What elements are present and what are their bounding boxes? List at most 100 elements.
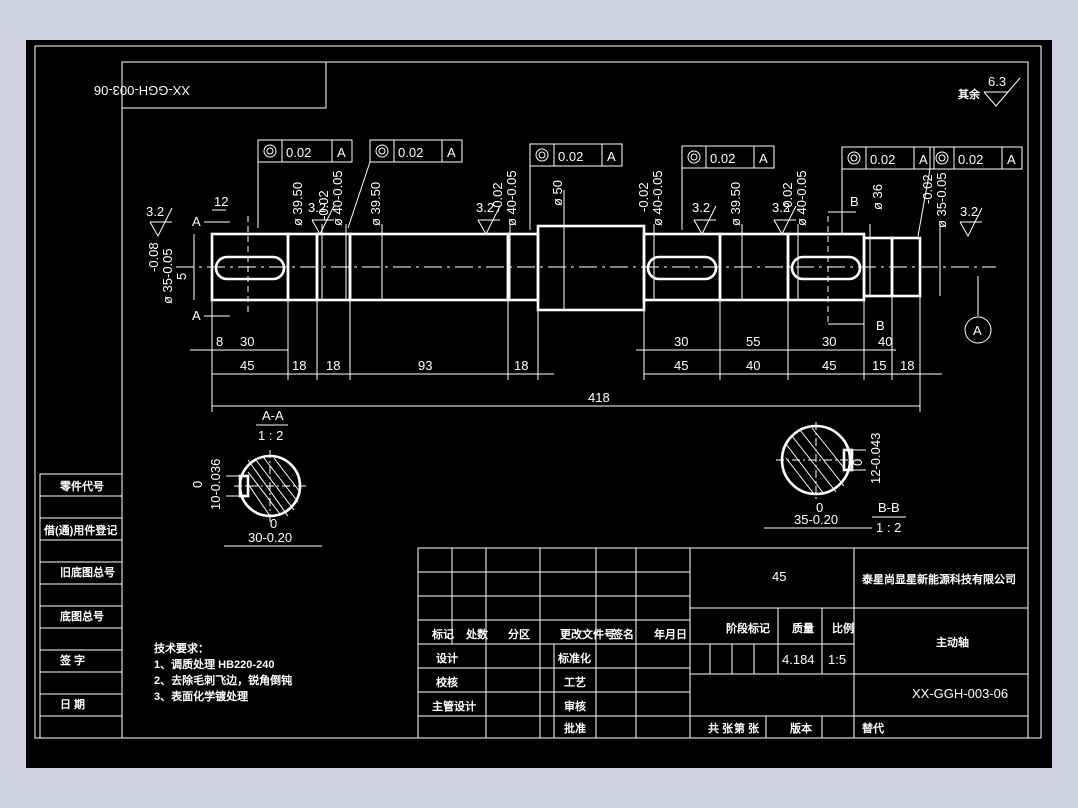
- tol-5-datum: A: [919, 152, 928, 167]
- tech-item-2: 3、表面化学镀处理: [154, 689, 248, 703]
- dia-label-5-upper: -0.02: [490, 182, 505, 212]
- cad-drawing: XX-GGH-003-06 其余 6.3 -0: [34, 45, 1042, 739]
- tb-mass-label: 质量: [792, 621, 814, 635]
- tb-mass: 4.184: [782, 652, 815, 667]
- tb-left-row-1: 校核: [436, 675, 458, 689]
- dim-total: 418: [588, 390, 610, 405]
- keyway-left: [214, 255, 286, 281]
- dia-label-6: ø 50: [550, 180, 565, 206]
- section-b-top: B: [850, 194, 859, 209]
- tb-header-4: 签名: [611, 627, 634, 641]
- section-a-top: A: [192, 214, 201, 229]
- strip-label-2: 旧底图总号: [60, 565, 115, 579]
- section-aa-scale: 1 : 2: [258, 428, 283, 443]
- tb-header-0: 标记: [431, 627, 454, 641]
- dia-label-9-upper: -0.02: [780, 182, 795, 212]
- dim-left-8: 8: [216, 334, 223, 349]
- roughness-rest-value: 6.3: [988, 74, 1006, 89]
- tol-5-value: 0.02: [870, 152, 895, 167]
- tolerance-frame-1: 0.02 A: [257, 139, 353, 228]
- dim-row1-2: 18: [326, 358, 340, 373]
- dim-right-upper-2: 30: [822, 334, 836, 349]
- dim-top-12: 12: [214, 194, 228, 209]
- tol-3-datum: A: [607, 149, 616, 164]
- title-block: 标记 处数 分区 更改文件号 签名 年月日 设计 校核 主管设计 标准化 工艺 …: [417, 547, 1029, 739]
- section-aa-width-upper: 0: [190, 481, 205, 488]
- dia-label-2: ø 39.50: [290, 182, 305, 226]
- section-bb-dia: 35-0.20: [794, 512, 838, 527]
- shaft-collar: [536, 224, 646, 312]
- roughness-mark-5: 3.2: [772, 200, 790, 215]
- dia-label-1: ø 35-0.05: [160, 248, 175, 304]
- section-aa-width: 10-0.036: [208, 459, 223, 510]
- dim-row1-0: 45: [240, 358, 254, 373]
- tb-header-3: 更改文件号: [560, 627, 615, 641]
- dim-right-lower-4: 18: [900, 358, 914, 373]
- dia-label-11-upper: -0.02: [920, 174, 935, 204]
- roughness-mark-6: 3.2: [960, 204, 978, 219]
- tol-6-value: 0.02: [958, 152, 983, 167]
- dia-label-1-upper: -0.08: [146, 242, 161, 272]
- tech-item-1: 2、去除毛刺飞边，锐角倒钝: [154, 673, 292, 687]
- tol-3-value: 0.02: [558, 149, 583, 164]
- dia-label-10: ø 36: [870, 184, 885, 210]
- tb-mid-row-1: 工艺: [564, 675, 586, 689]
- datum-a-label: A: [973, 323, 982, 338]
- dia-label-4: ø 39.50: [368, 182, 383, 226]
- tol-2-datum: A: [447, 145, 456, 160]
- dia-label-7-upper: -0.02: [636, 182, 651, 212]
- section-aa-dia: 30-0.20: [248, 530, 292, 545]
- mirrored-number-box: [121, 61, 327, 109]
- tech-requirements: 技术要求： 1、调质处理 HB220-240 2、去除毛刺飞边，锐角倒钝 3、表…: [154, 641, 292, 703]
- mirrored-drawing-number: XX-GGH-003-06: [94, 83, 190, 98]
- roughness-mark-3: 3.2: [476, 200, 494, 215]
- roughness-mark-4: 3.2: [692, 200, 710, 215]
- tb-header-1: 处数: [465, 627, 489, 641]
- tol-4-value: 0.02: [710, 151, 735, 166]
- tol-6-datum: A: [1007, 152, 1016, 167]
- roughness-marks: 3.2 3.2 3.2 3.2 3.2 3.2: [146, 200, 983, 238]
- dim-right-lower-3: 15: [872, 358, 886, 373]
- dia-label-7: ø 40-0.05: [650, 170, 665, 226]
- dim-row1-1: 18: [292, 358, 306, 373]
- left-strip: 零件代号 借(通)用件登记 旧底图总号 底图总号 签 字 日 期: [39, 473, 123, 739]
- dim-right-lower-1: 40: [746, 358, 760, 373]
- tb-stage-label: 阶段标记: [726, 621, 770, 635]
- tol-2-value: 0.02: [398, 145, 423, 160]
- tb-material: 45: [772, 569, 786, 584]
- tb-bottom-1: 第 张: [734, 721, 760, 735]
- tb-bottom-0: 共 张: [708, 721, 734, 735]
- section-aa: A-A 1 : 2 0 10-0.036 0 30-0.20: [190, 408, 322, 547]
- dim-right-upper-3: 40: [878, 334, 892, 349]
- dia-label-9: ø 40-0.05: [794, 170, 809, 226]
- strip-label-0: 零件代号: [59, 479, 104, 493]
- dim-row1-3: 93: [418, 358, 432, 373]
- tb-header-5: 年月日: [654, 627, 687, 641]
- datum-a-circle: [964, 316, 992, 344]
- tb-header-2: 分区: [508, 627, 530, 641]
- tb-left-row-2: 主管设计: [432, 699, 476, 713]
- strip-label-1: 借(通)用件登记: [43, 523, 117, 537]
- tolerance-frame-6: 0.02 A: [917, 146, 1023, 237]
- dim-right-upper-1: 55: [746, 334, 760, 349]
- tech-item-0: 1、调质处理 HB220-240: [154, 657, 274, 671]
- shaft-outline: [176, 216, 996, 324]
- tb-scale: 1:5: [828, 652, 846, 667]
- tb-left-row-0: 设计: [436, 651, 458, 665]
- dim-right-lower-0: 45: [674, 358, 688, 373]
- tech-title: 技术要求：: [154, 641, 209, 655]
- keyway-right: [790, 255, 862, 281]
- tolerance-frame-5: 0.02 A: [841, 146, 935, 234]
- dia-label-3-upper: -0.02: [316, 190, 331, 220]
- dim-right-lower-2: 45: [822, 358, 836, 373]
- dia-label-5: ø 40-0.05: [504, 170, 519, 226]
- dia-label-3: ø 40-0.05: [330, 170, 345, 226]
- section-b-bottom: B: [876, 318, 885, 333]
- section-bb-title: B-B: [878, 500, 900, 515]
- dim-row1-4: 18: [514, 358, 528, 373]
- strip-label-4: 签 字: [59, 653, 85, 667]
- tb-mid-row-0: 标准化: [557, 651, 591, 665]
- roughness-rest-label: 其余: [958, 87, 981, 101]
- tb-drawing-number: XX-GGH-003-06: [912, 686, 1008, 701]
- section-bb-scale: 1 : 2: [876, 520, 901, 535]
